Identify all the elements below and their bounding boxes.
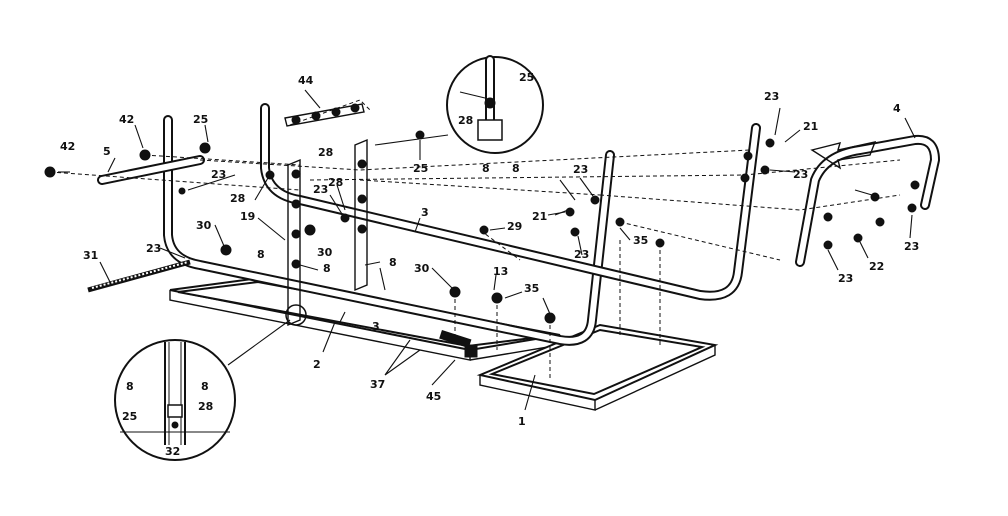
label-4: 4: [893, 102, 901, 115]
part-labels: 1 2 3 3 4 5 8 8 8 8 8 8 8 13 19 21 21 22…: [60, 71, 919, 458]
label-28a: 28: [318, 146, 333, 159]
label-42a: 42: [60, 140, 75, 153]
label-8b: 8: [323, 262, 331, 275]
label-23c: 23: [146, 242, 161, 255]
label-28c: 28: [328, 176, 343, 189]
label-30a: 30: [196, 219, 212, 232]
label-8d: 8: [482, 162, 490, 175]
label-28b: 28: [458, 114, 473, 127]
handle-4: [795, 134, 940, 267]
detail-circle-bottom: [114, 304, 307, 461]
label-8f: 8: [126, 380, 134, 393]
label-19: 19: [240, 210, 255, 223]
label-3a: 3: [421, 206, 429, 219]
label-29: 29: [507, 220, 522, 233]
label-8g: 8: [201, 380, 209, 393]
label-21a: 21: [803, 120, 818, 133]
label-23d: 23: [573, 163, 588, 176]
label-30c: 30: [414, 262, 430, 275]
label-8e: 8: [512, 162, 520, 175]
label-5: 5: [103, 145, 111, 158]
label-25d: 25: [122, 410, 137, 423]
cross-tube-5: [97, 155, 205, 185]
label-45: 45: [426, 390, 441, 403]
label-44: 44: [298, 74, 314, 87]
label-22: 22: [869, 260, 884, 273]
label-30b: 30: [317, 246, 333, 259]
label-23i: 23: [904, 240, 919, 253]
detail-circle-top: [374, 55, 544, 154]
label-35a: 35: [633, 234, 648, 247]
bolt-31: [87, 259, 191, 293]
label-8c: 8: [389, 256, 397, 269]
bracket-8-left: [287, 158, 301, 327]
label-8a: 8: [257, 248, 265, 261]
leader-lines: [58, 89, 916, 411]
label-13: 13: [493, 265, 508, 278]
label-23h: 23: [838, 272, 853, 285]
alignment-lines: [49, 99, 901, 380]
label-25a: 25: [193, 113, 208, 126]
tube-frame-3: [163, 103, 761, 346]
label-3b: 3: [372, 320, 380, 333]
label-1: 1: [518, 415, 526, 428]
base-frame-2: [169, 276, 561, 361]
label-35b: 35: [524, 282, 539, 295]
label-37: 37: [370, 378, 385, 391]
label-23e: 23: [574, 248, 589, 261]
label-28e: 28: [198, 400, 213, 413]
bracket-8-right: [354, 138, 368, 292]
label-32: 32: [165, 445, 180, 458]
label-23a: 23: [211, 168, 226, 181]
label-25c: 25: [519, 71, 534, 84]
label-25b: 25: [413, 162, 428, 175]
label-2: 2: [313, 358, 321, 371]
label-23f: 23: [764, 90, 779, 103]
label-23b: 23: [313, 183, 328, 196]
label-23g: 23: [793, 168, 808, 181]
label-31: 31: [83, 249, 98, 262]
label-21b: 21: [532, 210, 547, 223]
label-42b: 42: [119, 113, 134, 126]
label-28d: 28: [230, 192, 245, 205]
